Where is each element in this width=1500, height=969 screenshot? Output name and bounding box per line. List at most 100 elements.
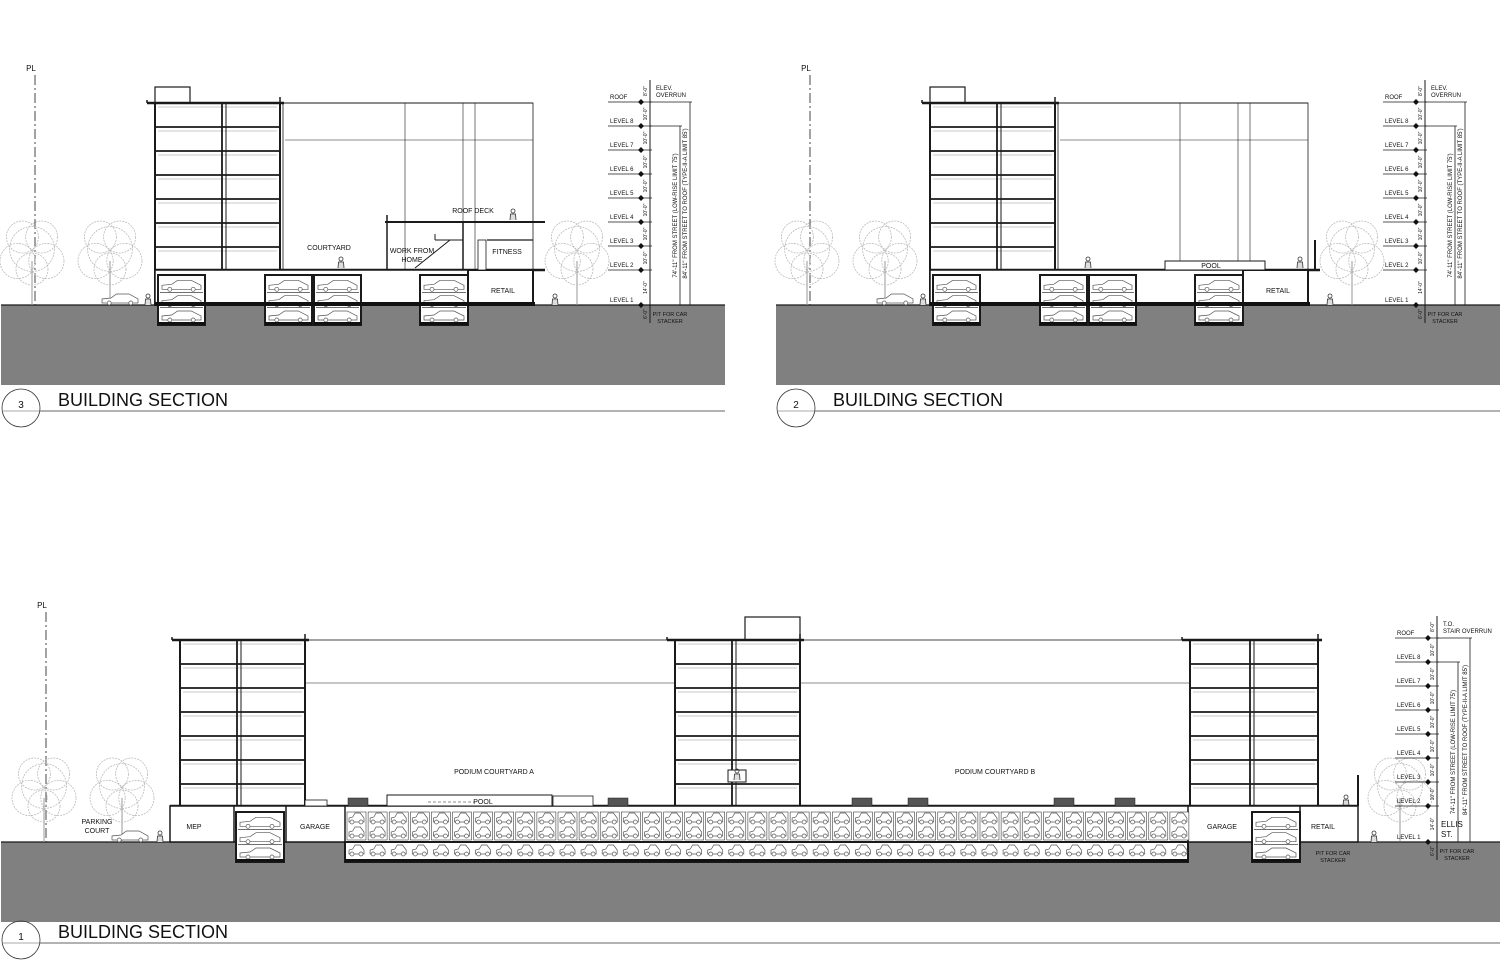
car-body — [1150, 812, 1167, 823]
section-number-bubble — [1, 388, 41, 428]
car-wheel — [379, 833, 385, 839]
car-wheel — [1097, 833, 1102, 839]
car-wheel — [750, 833, 756, 839]
car-body — [1043, 279, 1084, 290]
overrun-note: OVERRUN — [1431, 93, 1461, 99]
car-wheel — [138, 837, 144, 843]
car-icon — [707, 826, 724, 839]
car-wheel — [400, 851, 406, 857]
level-marker-icon — [1413, 195, 1419, 201]
car-wheel — [1118, 851, 1123, 857]
pit-note: PIT FOR CAR — [1316, 851, 1351, 857]
car-wheel — [455, 851, 460, 857]
stair — [414, 234, 463, 269]
car-body — [749, 826, 766, 837]
room-label-courtyard: COURTYARD — [307, 245, 351, 252]
tree-canopy — [89, 780, 126, 817]
overrun-height-dim: 8'-0" — [1418, 86, 1424, 96]
car-wheel — [645, 819, 650, 825]
car-icon — [601, 844, 618, 857]
car-wheel — [1076, 819, 1081, 825]
car-wheel — [687, 833, 692, 839]
car-wheel — [877, 833, 882, 839]
level-marker-icon — [1413, 302, 1419, 308]
car-icon — [411, 826, 428, 839]
car-icon — [390, 826, 407, 839]
car-body — [580, 812, 597, 823]
car-icon — [369, 844, 386, 857]
car-body — [517, 812, 534, 823]
car-icon — [433, 826, 449, 839]
car-wheel — [269, 854, 275, 860]
car-body — [1129, 826, 1146, 837]
car-icon — [939, 826, 956, 839]
car-wheel — [940, 851, 946, 857]
background-envelope — [799, 639, 1191, 807]
tree-canopy — [18, 757, 51, 791]
car-icon — [1044, 826, 1061, 839]
car-icon — [580, 844, 597, 857]
floor-height-dim: 10'-0" — [1430, 739, 1436, 752]
level-marker-icon — [638, 195, 644, 201]
section-number: 3 — [18, 400, 24, 411]
ground-slab — [155, 302, 535, 306]
car-wheel — [569, 819, 575, 825]
car-wheel — [623, 851, 629, 857]
car-icon — [454, 844, 470, 857]
floor-height-dim: 10'-0" — [1430, 763, 1436, 776]
car-wheel — [834, 819, 840, 825]
car-wheel — [1228, 317, 1234, 323]
car-icon — [517, 812, 534, 825]
car-icon — [580, 812, 597, 825]
section-number: 2 — [793, 400, 799, 411]
car-wheel — [443, 819, 448, 825]
car-wheel — [590, 851, 596, 857]
car-icon — [601, 826, 618, 839]
car-wheel — [548, 851, 554, 857]
car-wheel — [245, 839, 251, 845]
car-body — [411, 844, 428, 855]
car-wheel — [323, 286, 329, 292]
level-marker-icon — [638, 243, 644, 249]
elevator-overrun — [154, 86, 191, 104]
car-icon — [981, 844, 998, 857]
car-wheel — [780, 851, 786, 857]
car-wheel — [949, 833, 955, 839]
car-icon — [454, 826, 470, 839]
car-body — [411, 826, 428, 837]
room-label-retail: RETAIL — [1311, 824, 1335, 831]
planter — [1053, 797, 1075, 807]
car-wheel — [539, 833, 545, 839]
person-body — [156, 835, 164, 843]
car-wheel — [167, 317, 173, 323]
car-body — [749, 812, 766, 823]
tree-canopy — [84, 220, 117, 254]
floor-height-dim: 10'-0" — [1418, 227, 1424, 240]
car-body — [707, 826, 724, 837]
car-wheel — [759, 833, 765, 839]
car-wheel — [898, 833, 903, 839]
car-wheel — [560, 833, 566, 839]
car-icon — [1255, 847, 1297, 860]
pit-note: STACKER — [657, 319, 683, 325]
car-body — [1150, 844, 1167, 855]
car-wheel — [982, 833, 988, 839]
level-label: LEVEL 1 — [1397, 835, 1421, 841]
car-wheel — [1076, 851, 1081, 857]
car-icon — [1087, 812, 1103, 825]
pit-slab — [236, 859, 284, 862]
car-wheel — [886, 851, 891, 857]
tree-canopy — [37, 757, 70, 791]
car-body — [1002, 812, 1019, 823]
car-wheel — [1054, 833, 1060, 839]
level-marker-icon — [1413, 171, 1419, 177]
car-icon — [644, 844, 660, 857]
car-body — [918, 826, 935, 837]
car-body — [161, 279, 202, 290]
car-wheel — [1151, 833, 1157, 839]
car-icon — [1044, 812, 1061, 825]
car-wheel — [1181, 851, 1187, 857]
car-wheel — [1261, 839, 1267, 845]
car-wheel — [464, 833, 469, 839]
car-body — [101, 293, 139, 304]
